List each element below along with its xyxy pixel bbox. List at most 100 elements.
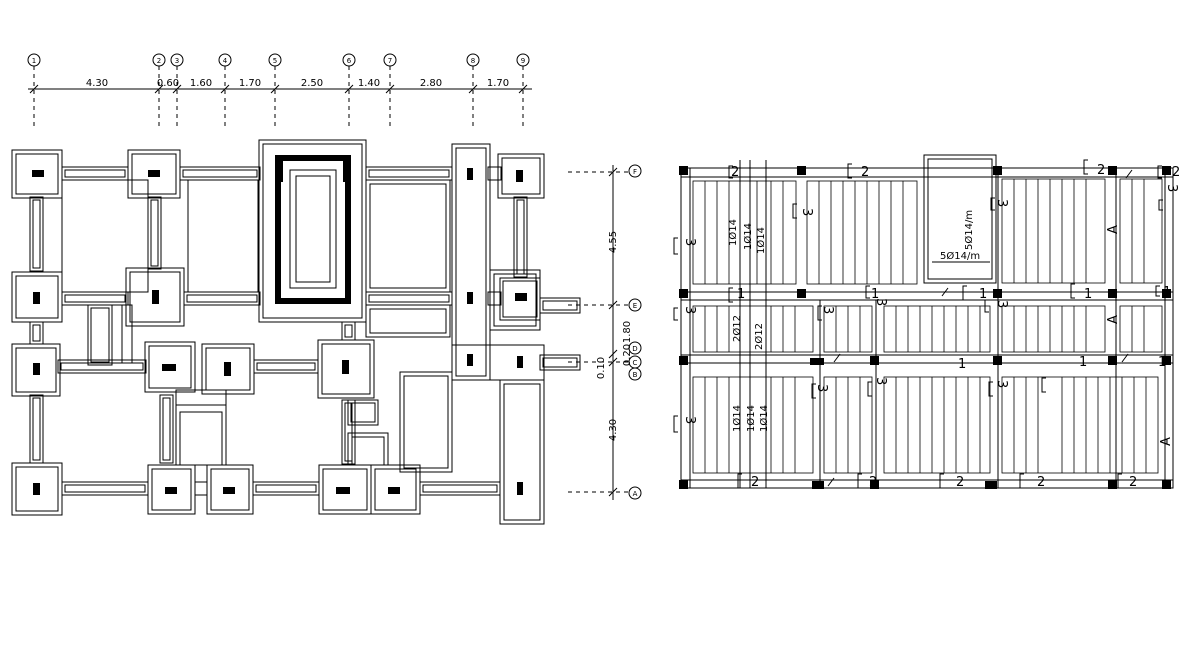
axis-label: 5	[273, 57, 277, 65]
ribbed-panels	[692, 178, 1163, 474]
footing	[11, 343, 61, 397]
bar-mark: 3	[1164, 184, 1179, 192]
footing	[370, 464, 421, 515]
axis-bubble-1: 1	[27, 53, 41, 130]
bar-mark: 2	[1097, 163, 1105, 178]
dimension-text: 2.80	[420, 78, 442, 89]
bar-mark: 2	[869, 475, 877, 490]
axis-bubble-B: B	[628, 367, 642, 381]
footing	[125, 267, 185, 327]
axis-bubble-2: 2	[152, 53, 166, 130]
footing	[201, 343, 255, 395]
slab-outline	[680, 167, 1174, 489]
bar-mark: 1	[1084, 287, 1092, 302]
panel	[692, 180, 797, 285]
panel	[692, 305, 814, 353]
axis-label: 2	[157, 57, 161, 65]
dimension-text: 1.70	[239, 78, 261, 89]
footing	[144, 341, 196, 393]
axis-label: 6	[347, 57, 352, 65]
rebar-label: 1Ø14	[742, 223, 754, 250]
bar-mark: A	[1106, 225, 1121, 234]
foundation-plan: 1 2 3 4 5 6 7 8 9 4.30 0.60 1.60 1.70 2.…	[11, 53, 642, 525]
top-axis-bubbles: 1 2 3 4 5 6 7 8 9	[27, 53, 530, 130]
rebar-label: 1Ø14	[731, 405, 743, 432]
bar-mark: 2	[751, 475, 759, 490]
panel	[692, 376, 814, 474]
axis-label: E	[633, 302, 637, 310]
axis-bubble-8: 8	[466, 53, 480, 130]
axis-label: F	[633, 168, 637, 176]
panel	[1001, 178, 1106, 284]
rebar-label: 1Ø14	[727, 219, 739, 246]
bar-mark: 2	[1129, 475, 1137, 490]
bar-mark: 3	[994, 300, 1009, 308]
axis-bubble-5: 5	[268, 53, 282, 130]
footing	[497, 153, 545, 199]
column	[517, 482, 523, 495]
panel	[1119, 178, 1163, 284]
bar-mark: 1	[958, 357, 966, 372]
rebar-label: 2Ø12	[731, 315, 743, 342]
axis-label: 9	[521, 57, 525, 65]
bar-mark: 3	[820, 306, 835, 314]
isolated-footings	[11, 149, 545, 516]
axis-label: B	[633, 371, 638, 379]
bar-mark: 2	[731, 165, 739, 180]
bar-mark: 1	[1158, 355, 1166, 370]
dimension-text: 4.30	[86, 78, 108, 89]
bar-mark: 3	[814, 384, 829, 392]
axis-label: 1	[32, 57, 36, 65]
right-axis-lines: F E D C B A 4.55 1.80 0.20 0.10 4.30	[568, 164, 642, 500]
axis-label: 4	[223, 57, 228, 65]
panel	[806, 180, 918, 285]
axis-label: 3	[175, 57, 179, 65]
bar-mark: 3	[994, 380, 1009, 388]
rebar-label: 1Ø14	[755, 227, 767, 254]
bar-mark: A	[1106, 315, 1121, 324]
bar-mark: 1	[1163, 285, 1171, 300]
axis-bubble-3: 3	[170, 53, 184, 130]
bar-mark: 1	[979, 287, 987, 302]
axis-bubble-7: 7	[383, 53, 397, 130]
rebar-label: 1Ø14	[758, 405, 770, 432]
footing	[11, 462, 63, 516]
dimension-text: 0.20	[622, 344, 633, 366]
axis-label: D	[632, 345, 637, 353]
axis-bubble-D: D	[628, 341, 642, 355]
dimension-text: 1.60	[190, 78, 212, 89]
dimension-text: 0.60	[157, 78, 179, 89]
bar-mark: 3	[682, 416, 697, 424]
bar-mark: 1	[1079, 355, 1087, 370]
axis-bubble-9: 9	[516, 53, 530, 130]
bar-mark: 2	[1172, 165, 1180, 180]
tie-beams	[29, 166, 581, 496]
axis-bubble-F: F	[628, 164, 642, 178]
strip-footing-col-8	[451, 143, 545, 525]
dimension-text: 0.10	[596, 357, 607, 379]
axis-bubble-4: 4	[218, 53, 232, 130]
footing	[11, 149, 63, 199]
dimension-text: 1.40	[358, 78, 380, 89]
bar-mark: 3	[799, 208, 814, 216]
footing	[127, 149, 181, 199]
bar-mark: 3	[873, 298, 888, 306]
bar-mark: 3	[994, 199, 1009, 207]
rebar-labels: 1Ø14 1Ø14 1Ø14 2Ø12 2Ø12 1Ø14 1Ø14 1Ø14 …	[727, 210, 980, 432]
footing	[499, 277, 541, 321]
column	[517, 356, 523, 368]
bar-mark: 3	[873, 377, 888, 385]
dimension-text: 4.30	[608, 419, 619, 441]
slab-plan: 1Ø14 1Ø14 1Ø14 2Ø12 2Ø12 1Ø14 1Ø14 1Ø14 …	[673, 154, 1180, 490]
axis-bubble-A: A	[628, 486, 642, 500]
axis-label: 8	[471, 57, 475, 65]
axis-label: C	[633, 359, 638, 367]
axis-label: A	[633, 490, 638, 498]
bar-mark: 2	[956, 475, 964, 490]
panel	[823, 376, 873, 474]
panel	[1001, 376, 1159, 474]
footing	[206, 464, 254, 515]
axis-bubble-6: 6	[342, 53, 356, 130]
